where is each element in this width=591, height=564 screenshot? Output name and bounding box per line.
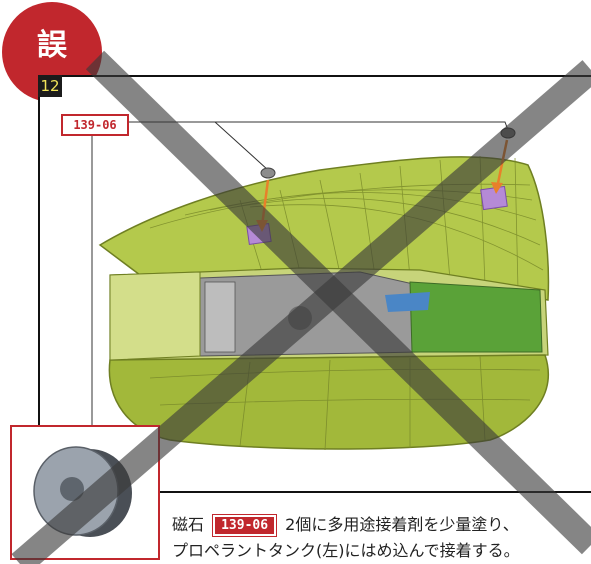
magnet-detail-inset bbox=[10, 425, 160, 560]
step-number: 12 bbox=[38, 75, 62, 97]
error-badge-label: 誤 bbox=[37, 28, 67, 63]
propellant-tank-model bbox=[98, 155, 550, 451]
magnet-part-icon bbox=[33, 446, 132, 537]
caption-line-1: 磁石 139-06 2個に多用途接着剤を少量塗り、 bbox=[172, 512, 591, 538]
caption-part-code: 139-06 bbox=[212, 514, 278, 537]
caption-line-2: プロペラントタンク(左)にはめ込んで接着する。 bbox=[172, 541, 520, 560]
instruction-caption: 磁石 139-06 2個に多用途接着剤を少量塗り、 プロペラントタンク(左)には… bbox=[172, 512, 591, 564]
caption-line-1-text: 2個に多用途接着剤を少量塗り、 bbox=[285, 515, 519, 534]
caption-magnet-label: 磁石 bbox=[172, 515, 205, 534]
part-callout-label: 139-06 bbox=[61, 114, 129, 136]
